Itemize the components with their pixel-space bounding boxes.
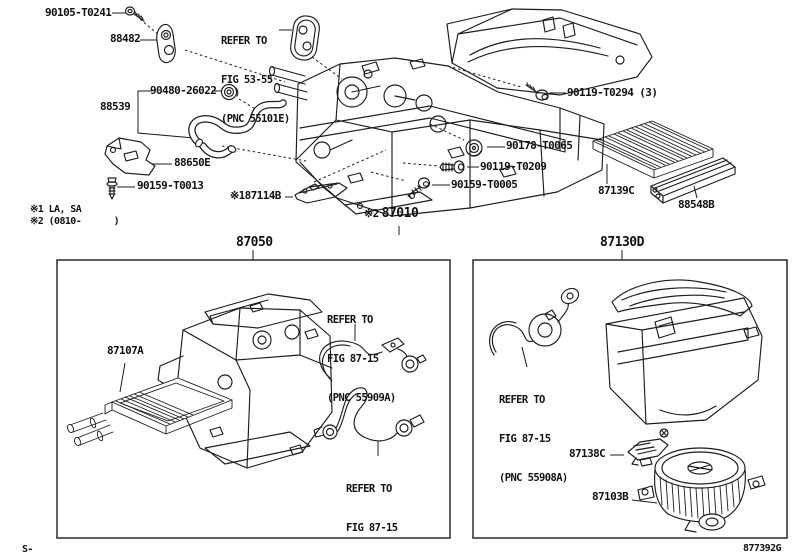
part-label-90159-t0005: 90159-T0005 — [451, 178, 518, 191]
refer-note-line: REFER TO — [346, 483, 392, 495]
heater-core-87107a-drawing — [67, 377, 233, 447]
assembly-label-87010: ※2 87010 — [364, 206, 419, 221]
filter-cover-88548b-drawing — [650, 157, 736, 204]
bracket-88650e-drawing — [104, 137, 156, 176]
assembly-label-87050: 87050 — [236, 235, 273, 250]
refer-note-line: FIG 87-15 — [346, 522, 398, 534]
harness-55906-drawing — [313, 387, 425, 442]
footnote-2: ※2 (0810- ) — [30, 216, 120, 227]
refer-note-fig-87-15-55906: REFER TO FIG 87-15 (PNC 55906) — [346, 457, 409, 560]
main-hvac-unit-drawing — [268, 8, 653, 217]
part-label-90119-t0209: 90119-T0209 — [480, 160, 547, 173]
bracket-88482-drawing — [156, 23, 176, 64]
right-panel-box — [472, 259, 788, 539]
alignment-dashed-lines — [139, 18, 522, 183]
blower-motor-87103b-drawing — [637, 428, 766, 533]
footer-drawing-number: 877392G — [743, 543, 782, 554]
part-label-88482: 88482 — [110, 32, 141, 45]
refer-note-fig-53-55: REFER TO FIG 53-55 (PNC 55101E) — [221, 9, 290, 139]
cabin-filter-87139c-drawing — [592, 120, 714, 179]
gasket-55101e-drawing — [290, 15, 320, 61]
footer-left-code: S- — [22, 544, 33, 555]
part-label-87139c: 87139C — [598, 184, 635, 197]
part-label-87107a: 87107A — [107, 344, 144, 357]
part-label-87103b: 87103B — [592, 490, 629, 503]
harness-55908a-drawing — [489, 287, 580, 356]
refer-note-line: FIG 53-55 — [221, 74, 273, 86]
grommet-90480-drawing — [220, 83, 239, 101]
refer-note-line: (PNC 55101E) — [221, 113, 290, 125]
refer-note-line: FIG 87-15 — [327, 353, 379, 365]
nut-90178-drawing — [465, 139, 483, 157]
part-label-90159-t0013: 90159-T0013 — [137, 179, 204, 192]
screw-90119-t0294-drawing — [525, 82, 549, 101]
harness-55909a-drawing — [319, 337, 427, 382]
part-label-90480-26022: 90480-26022 — [150, 84, 217, 97]
part-label-87138c: 87138C — [569, 447, 606, 460]
footnote-1: ※1 LA, SA — [30, 204, 82, 215]
part-label-90105-t0241: 90105-T0241 — [45, 6, 112, 19]
part-label-88548b: 88548B — [678, 198, 715, 211]
screw-90105-drawing — [124, 6, 145, 22]
refer-note-line: REFER TO — [327, 314, 373, 326]
leader-lines — [112, 12, 698, 504]
refer-note-fig-87-15-55908a: REFER TO FIG 87-15 (PNC 55908A) — [499, 368, 568, 498]
blower-housing-87130d-drawing — [605, 279, 763, 425]
part-label-90178-t0065: 90178-T0065 — [506, 139, 573, 152]
assembly-label-87010-number: 87010 — [381, 206, 419, 221]
refer-note-line: REFER TO — [499, 394, 545, 406]
bracket-187114b-drawing — [294, 182, 348, 204]
part-label-90119-t0294: 90119-T0294 (3) — [567, 86, 658, 99]
part-label-187114b: ※187114B — [230, 189, 281, 202]
heater-unit-87050-drawing — [157, 293, 333, 469]
screw-90159-t0013-drawing — [106, 177, 118, 200]
refer-note-line: (PNC 55908A) — [499, 472, 568, 484]
resistor-87138c-drawing — [627, 438, 669, 467]
refer-note-line: (PNC 55909A) — [327, 392, 396, 404]
refer-note-line: FIG 87-15 — [499, 433, 551, 445]
assembly-label-87010-prefix: ※2 — [364, 207, 379, 220]
screw-90119-t0209-drawing — [439, 160, 465, 174]
hose-88539-drawing — [188, 99, 287, 159]
refer-note-line: REFER TO — [221, 35, 267, 47]
assembly-label-87130d: 87130D — [600, 235, 644, 250]
refer-note-fig-87-15-55909a: REFER TO FIG 87-15 (PNC 55909A) — [327, 288, 396, 418]
part-label-88539: 88539 — [100, 100, 131, 113]
part-label-88650e: 88650E — [174, 156, 211, 169]
